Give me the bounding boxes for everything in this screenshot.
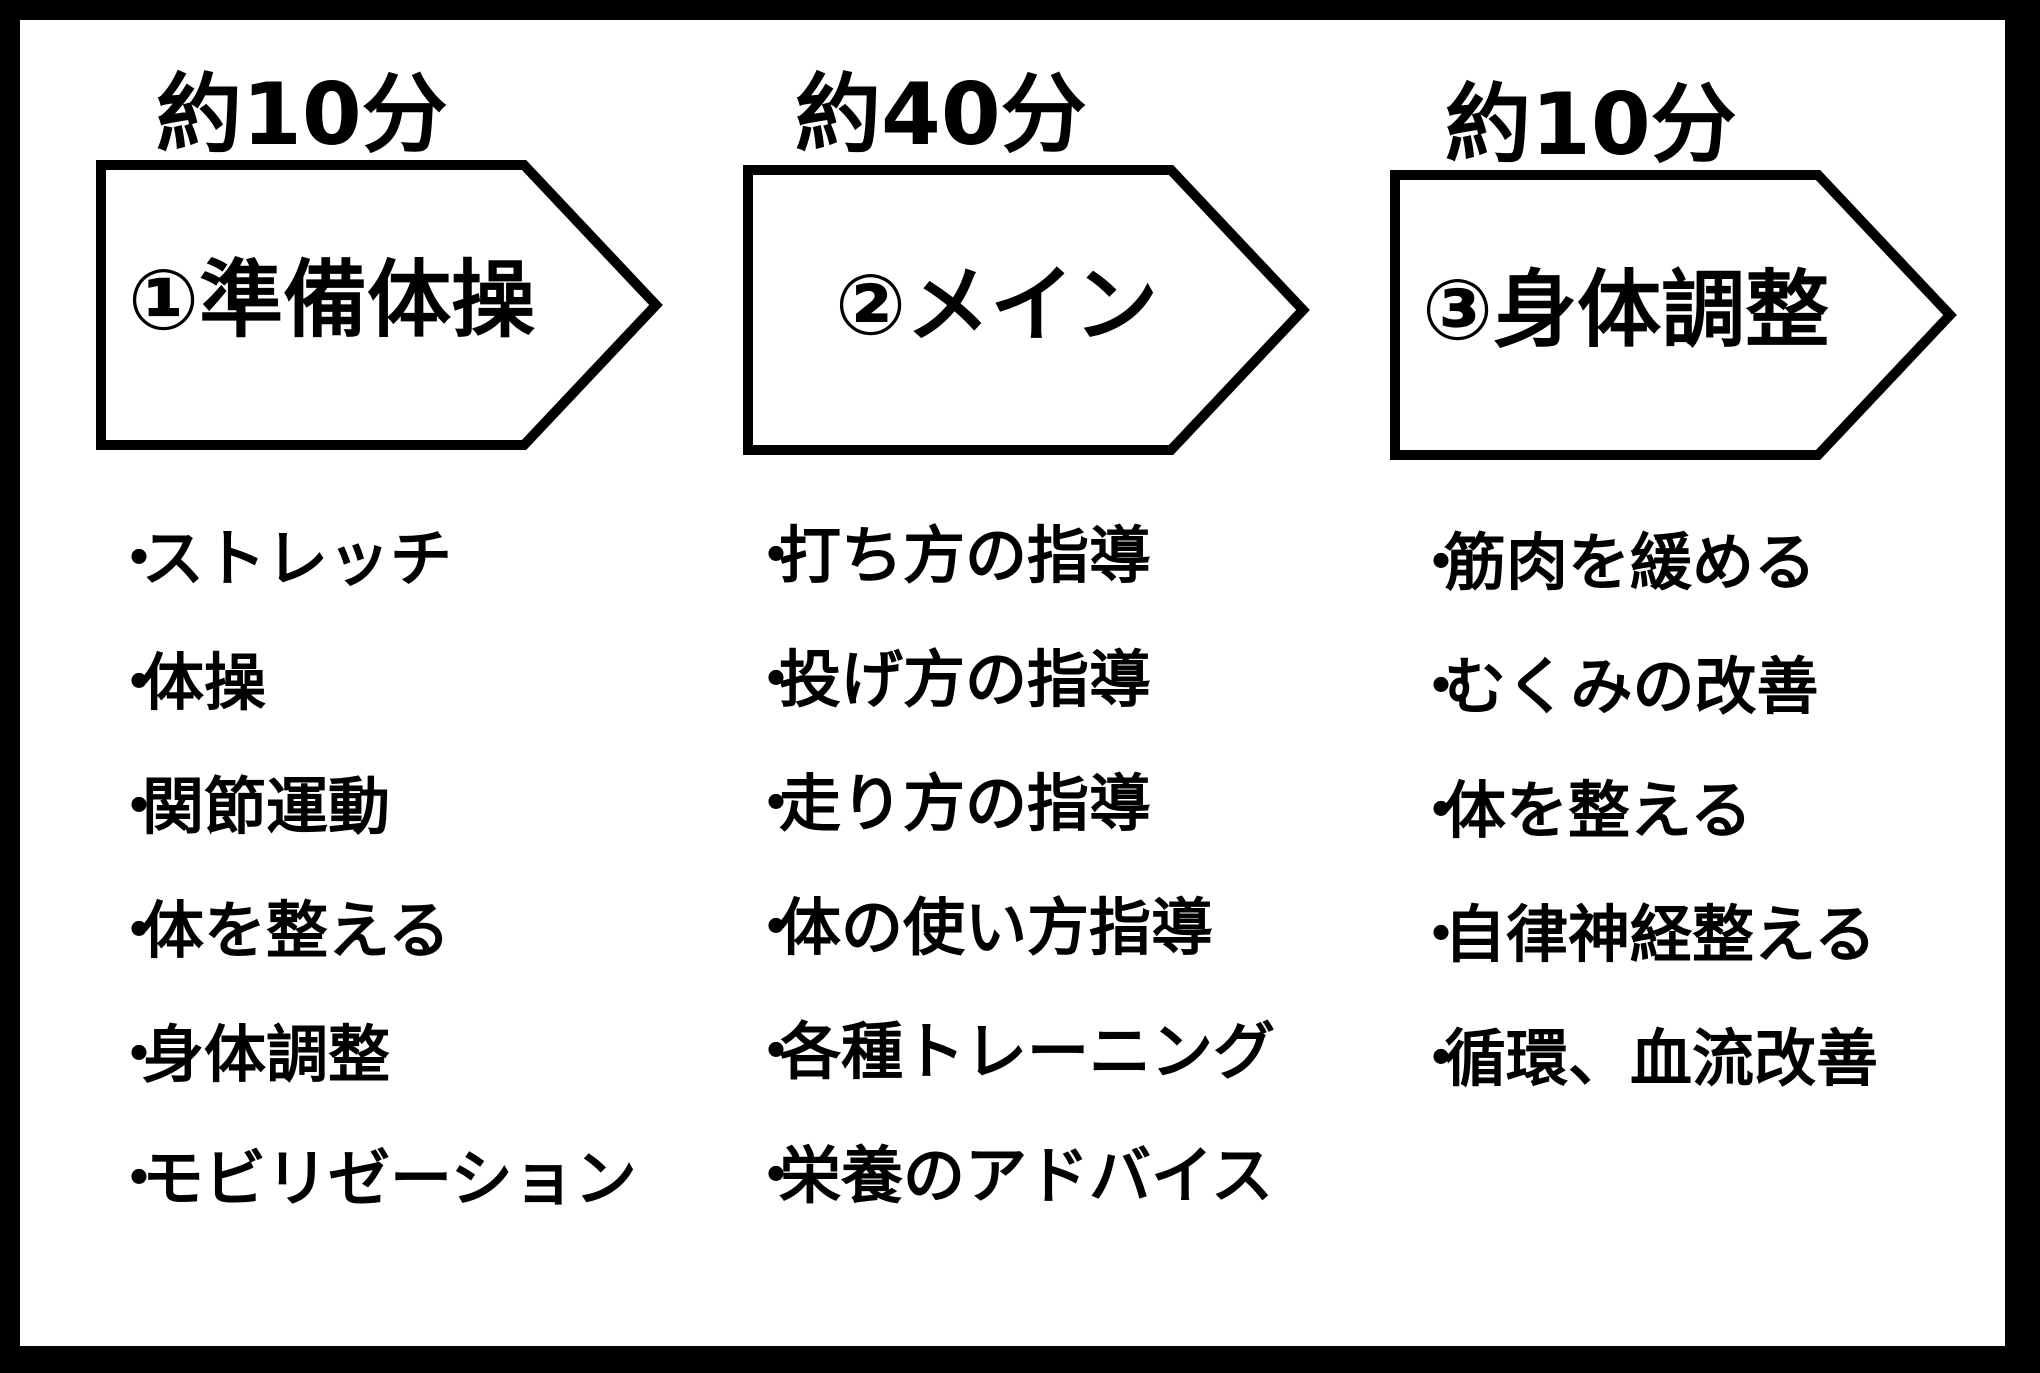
- list-item: ・体を整える: [1410, 780, 1878, 904]
- bullet: ・: [745, 1139, 808, 1212]
- list-item-text: 身体調整: [142, 1018, 391, 1091]
- list-item: ・むくみの改善: [1410, 656, 1878, 780]
- list-item: ・筋肉を緩める: [1410, 532, 1878, 656]
- list-item-text: 各種トレーニング: [779, 1015, 1276, 1088]
- list-item: ・各種トレーニング: [745, 1021, 1275, 1145]
- list-item: ・走り方の指導: [745, 773, 1275, 897]
- bullet: ・: [1410, 650, 1473, 723]
- bullet: ・: [745, 891, 808, 964]
- list-item: ・身体調整: [108, 1024, 637, 1148]
- phase-column-3: 約10分 ③身体調整 ・筋肉を緩める ・むくみの改善 ・体を整える ・自律神経整…: [1310, 20, 1957, 1346]
- bullet: ・: [745, 767, 808, 840]
- bullet: ・: [108, 770, 171, 843]
- list-item-text: 体を整える: [1444, 774, 1753, 847]
- list-item-text: ストレッチ: [142, 522, 453, 595]
- list-item-text: 関節運動: [142, 770, 391, 843]
- list-item-text: 体を整える: [142, 894, 451, 967]
- list-item: ・投げ方の指導: [745, 649, 1275, 773]
- list-item: ・打ち方の指導: [745, 525, 1275, 649]
- list-item: ・体の使い方指導: [745, 897, 1275, 1021]
- bullet: ・: [108, 646, 171, 719]
- phase-3-arrow: [1390, 170, 1970, 460]
- pentagon-arrow-shape: [96, 160, 663, 450]
- bullet: ・: [1410, 1022, 1473, 1095]
- phase-2-item-list: ・打ち方の指導 ・投げ方の指導 ・走り方の指導 ・体の使い方指導 ・各種トレーニ…: [745, 525, 1275, 1269]
- bullet: ・: [745, 1015, 808, 1088]
- list-item-text: 体の使い方指導: [779, 891, 1214, 964]
- list-item: ・栄養のアドバイス: [745, 1145, 1275, 1269]
- list-item: ・関節運動: [108, 776, 637, 900]
- list-item-text: 走り方の指導: [779, 767, 1152, 840]
- list-item-text: 投げ方の指導: [779, 643, 1152, 716]
- pentagon-arrow-shape: [1390, 170, 1957, 460]
- list-item: ・ストレッチ: [108, 528, 637, 652]
- list-item-text: 打ち方の指導: [779, 519, 1152, 592]
- list-item: ・体を整える: [108, 900, 637, 1024]
- bullet: ・: [745, 643, 808, 716]
- phase-2-duration: 約40分: [795, 65, 1087, 165]
- phase-3-duration: 約10分: [1445, 75, 1737, 175]
- phase-1-item-list: ・ストレッチ ・体操 ・関節運動 ・体を整える ・身体調整 ・モビリゼーション: [108, 528, 637, 1272]
- bullet: ・: [1410, 526, 1473, 599]
- bullet: ・: [108, 894, 171, 967]
- list-item: ・体操: [108, 652, 637, 776]
- phase-column-1: 約10分 ①準備体操 ・ストレッチ ・体操 ・関節運動 ・体を整える ・身体調整…: [20, 20, 663, 1346]
- phase-3-title: ③身体調整: [1422, 261, 1830, 359]
- list-item-text: 循環、血流改善: [1444, 1022, 1879, 1095]
- list-item: ・自律神経整える: [1410, 904, 1878, 1028]
- phase-1-title: ①準備体操: [128, 251, 536, 349]
- bullet: ・: [108, 1142, 171, 1215]
- phase-2-arrow: [743, 165, 1323, 455]
- list-item-text: むくみの改善: [1444, 650, 1819, 723]
- list-item: ・モビリゼーション: [108, 1148, 637, 1272]
- diagram-frame: 約10分 ①準備体操 ・ストレッチ ・体操 ・関節運動 ・体を整える ・身体調整…: [20, 20, 2005, 1346]
- phase-column-2: 約40分 ②メイン ・打ち方の指導 ・投げ方の指導 ・走り方の指導 ・体の使い方…: [665, 20, 1310, 1346]
- phase-1-arrow: [96, 160, 676, 450]
- phase-2-title: ②メイン: [835, 256, 1159, 354]
- phase-1-duration: 約10分: [156, 65, 448, 165]
- bullet: ・: [745, 519, 808, 592]
- bullet: ・: [108, 522, 171, 595]
- list-item-text: 自律神経整える: [1444, 898, 1877, 971]
- list-item: ・循環、血流改善: [1410, 1028, 1878, 1152]
- list-item-text: モビリゼーション: [142, 1142, 637, 1215]
- phase-3-item-list: ・筋肉を緩める ・むくみの改善 ・体を整える ・自律神経整える ・循環、血流改善: [1410, 532, 1878, 1152]
- list-item-text: 体操: [142, 646, 267, 719]
- pentagon-arrow-shape: [743, 165, 1310, 455]
- list-item-text: 筋肉を緩める: [1444, 526, 1817, 599]
- bullet: ・: [1410, 898, 1473, 971]
- list-item-text: 栄養のアドバイス: [779, 1139, 1274, 1212]
- bullet: ・: [1410, 774, 1473, 847]
- bullet: ・: [108, 1018, 171, 1091]
